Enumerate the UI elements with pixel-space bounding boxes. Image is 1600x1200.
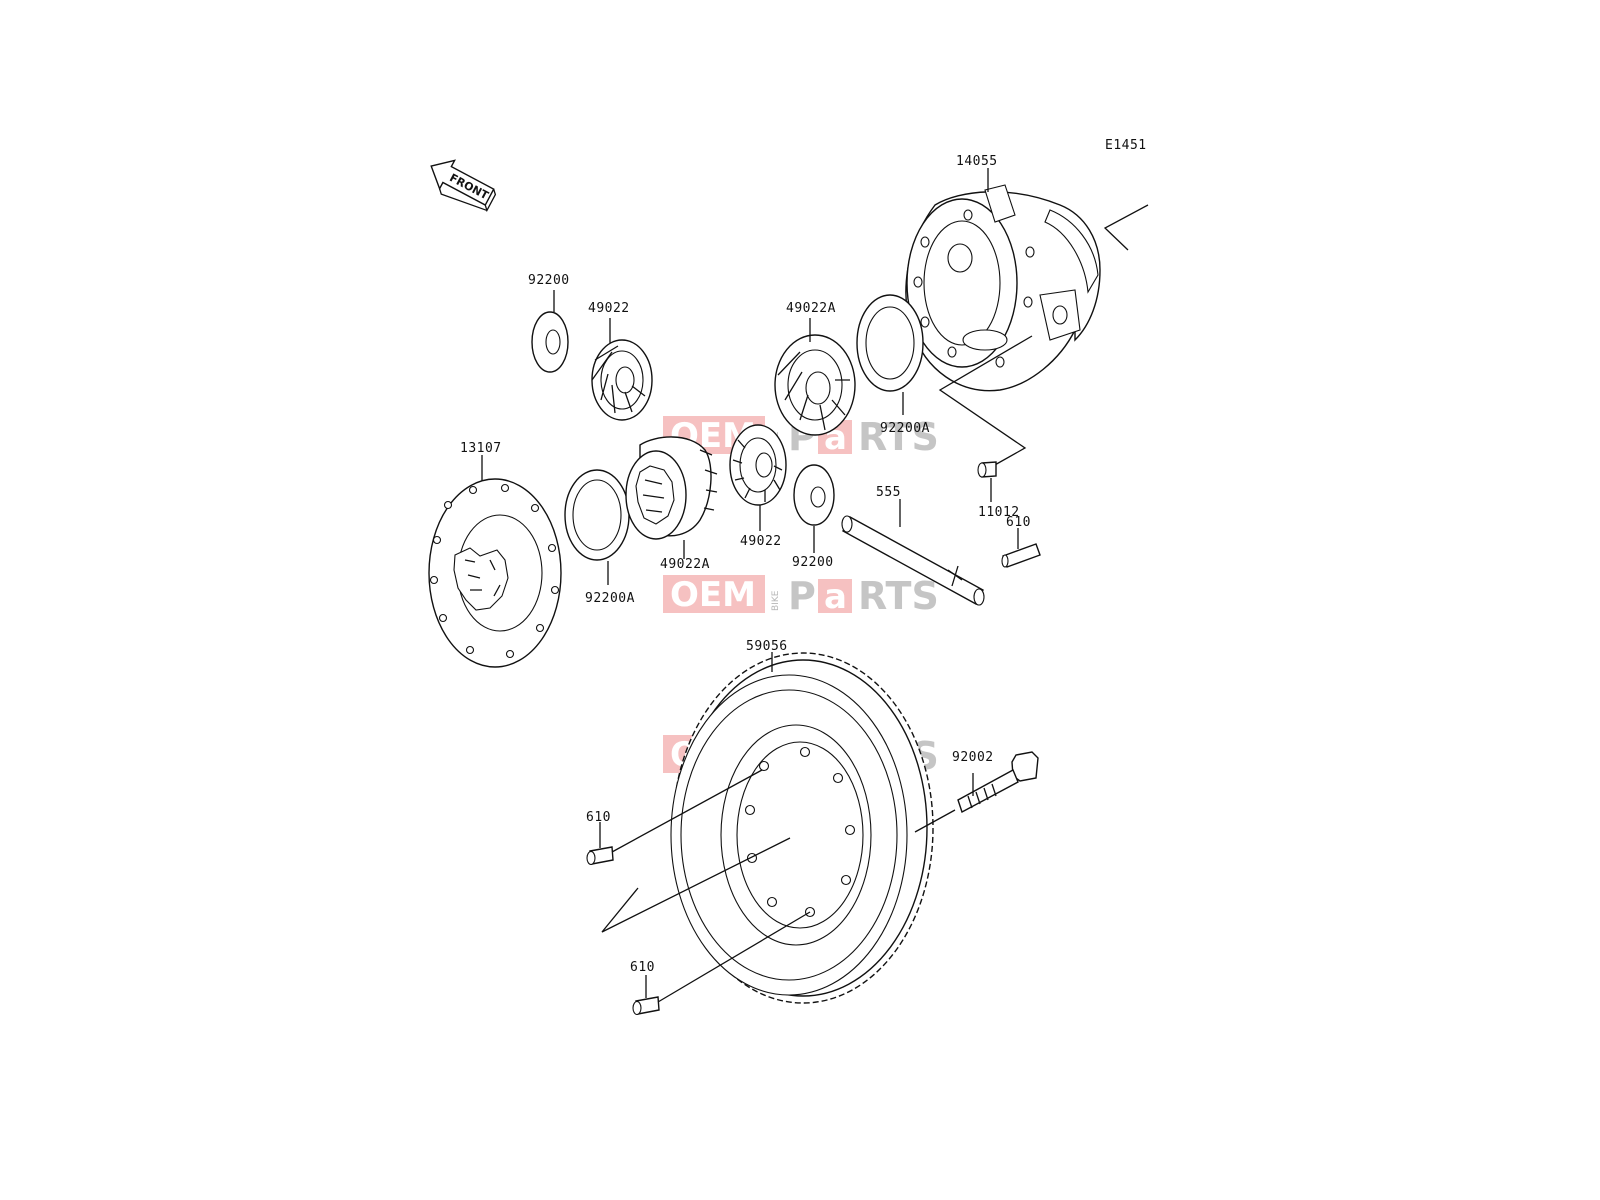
callout-49022A-m: 49022A (660, 557, 710, 572)
callout-610-l1: 610 (586, 810, 611, 825)
diagram-code: E1451 (1105, 138, 1147, 153)
callout-13107: 555 (876, 485, 901, 500)
dowel-pin-610-left-upper (586, 846, 614, 866)
callout-92200-m: 92200 (792, 555, 834, 570)
callout-59056: 59056 (746, 639, 788, 654)
callout-49022-m: 49022 (740, 534, 782, 549)
ring-gear-59056 (670, 652, 934, 1004)
callout-11012: 13107 (460, 441, 502, 456)
front-arrow-icon: FRONT (430, 159, 497, 213)
side-gear-49022A-middle (625, 436, 718, 540)
dowel-pin-610-left-lower (632, 996, 660, 1016)
callout-49022A-tr: 49022A (786, 301, 836, 316)
watermark-p: P (788, 574, 816, 618)
callout-555: 610 (1006, 515, 1031, 530)
pinion-gear-49022-top (591, 339, 653, 421)
differential-case-14055 (905, 184, 1101, 392)
bolt-92002 (957, 751, 1039, 814)
side-gear-49022A-top (774, 334, 856, 436)
differential-cover-11012 (428, 478, 562, 668)
watermark-rts: RTS (858, 415, 939, 459)
watermark-a: a (824, 577, 847, 617)
callout-610-l2: 610 (630, 960, 655, 975)
shim-92200A-left (564, 469, 630, 561)
watermark-bike: BIKE (771, 590, 781, 611)
callout-14055: 14055 (956, 154, 998, 169)
watermark-oem: OEM (670, 575, 756, 615)
callout-92200A-r: 92200A (880, 421, 930, 436)
washer-92200-middle (793, 464, 835, 526)
pinion-shaft-13107 (841, 515, 985, 606)
washer-92200-top (531, 311, 569, 373)
pin-555 (1001, 543, 1041, 568)
watermark-middle: OEM BIKE P a RTS (663, 574, 939, 618)
callout-92200-tl: 92200 (528, 273, 570, 288)
callout-49022-tl: 49022 (588, 301, 630, 316)
callout-92200A-l: 92200A (585, 591, 635, 606)
callout-92002: 92002 (952, 750, 994, 765)
pinion-gear-49022-middle (729, 424, 787, 506)
dowel-pin-610-right (977, 461, 997, 478)
callout-610-r: 11012 (978, 505, 1020, 520)
watermark-rts: RTS (858, 574, 939, 618)
shim-92200A-right (856, 294, 924, 392)
